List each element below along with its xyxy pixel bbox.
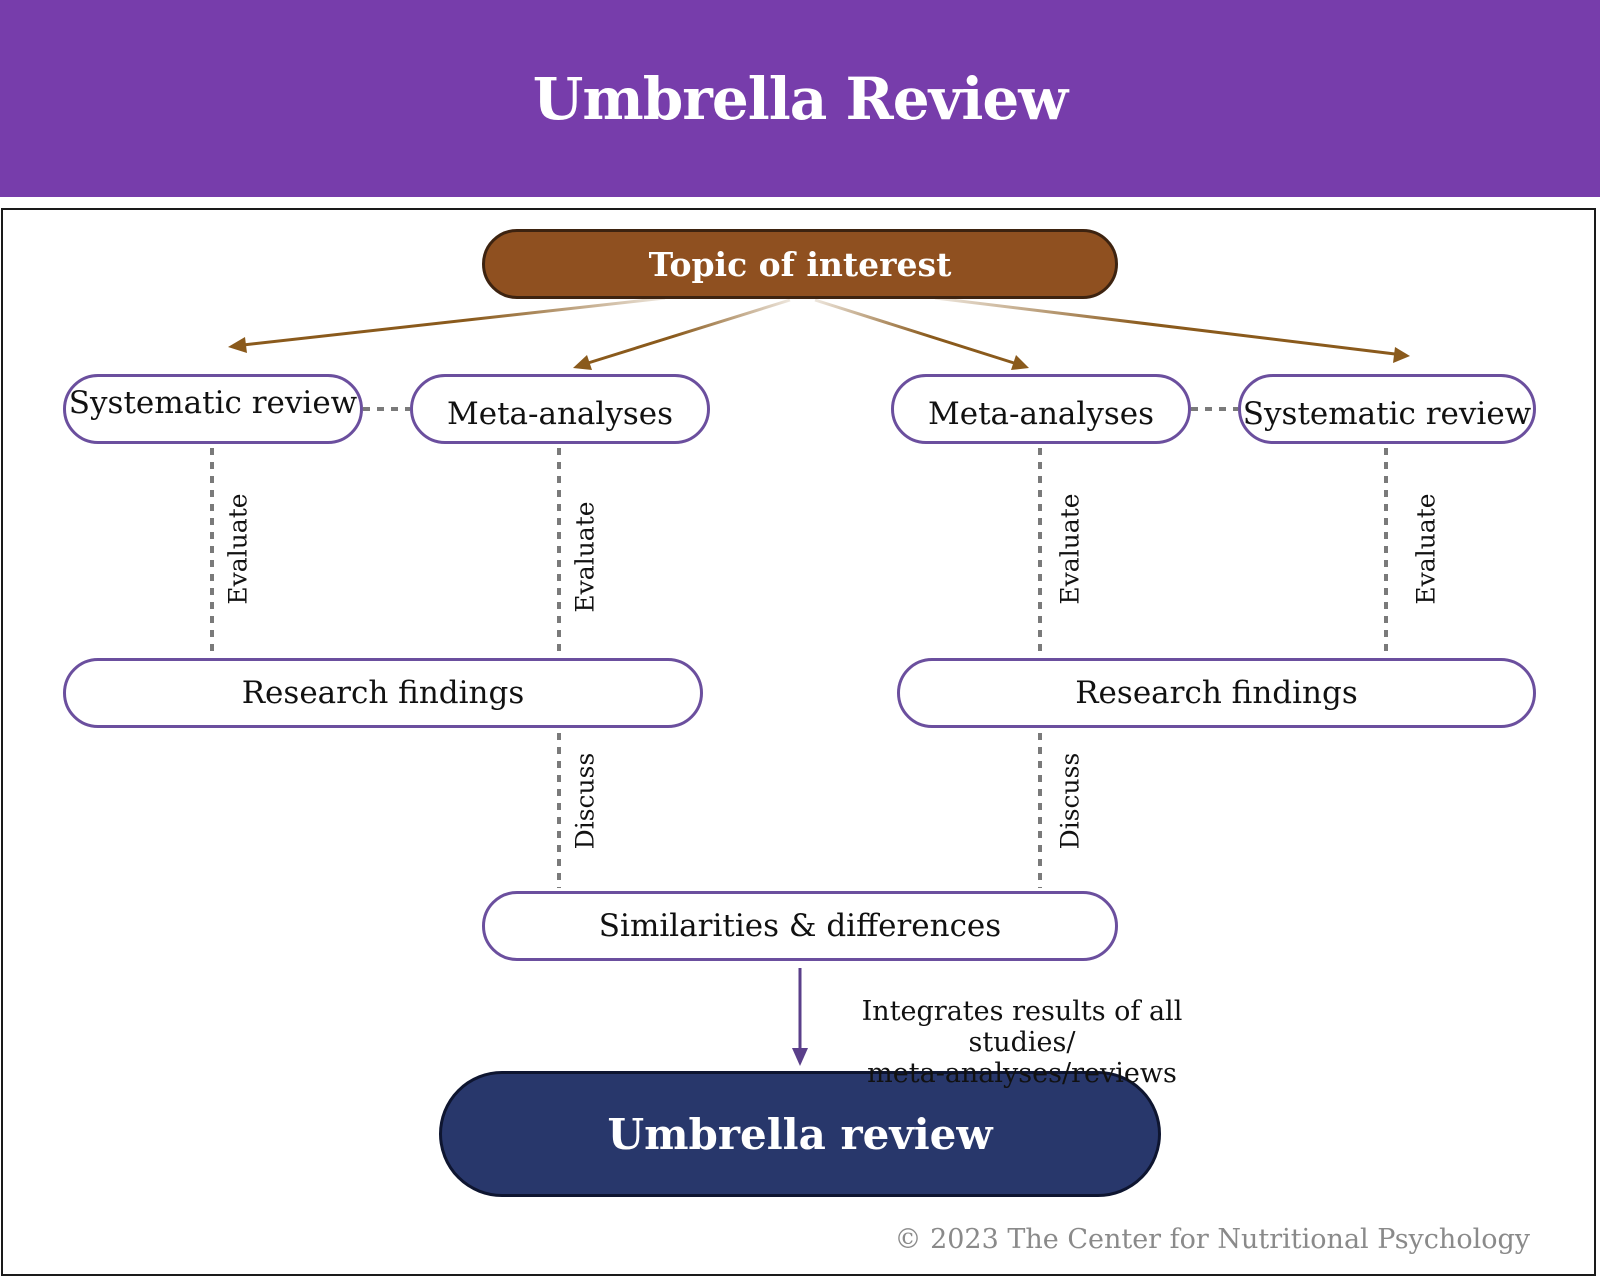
node-topic-of-interest: Topic of interest bbox=[482, 229, 1118, 299]
integrates-label: Integrates results of all studies/ meta-… bbox=[812, 996, 1232, 1089]
header-banner: Umbrella Review bbox=[0, 0, 1600, 197]
node-left-systematic-review: Systematic review bbox=[63, 374, 363, 444]
node-right-meta-analyses: Meta-analyses bbox=[891, 374, 1191, 444]
evaluate-label-3: Evaluate bbox=[1055, 493, 1085, 605]
evaluate-label-4: Evaluate bbox=[1411, 493, 1441, 605]
copyright-notice: © 2023 The Center for Nutritional Psycho… bbox=[894, 1224, 1530, 1255]
discuss-label-left: Discuss bbox=[570, 752, 600, 850]
evaluate-label-2: Evaluate bbox=[570, 501, 600, 613]
diagram-frame bbox=[1, 208, 1596, 1276]
discuss-label-right: Discuss bbox=[1055, 752, 1085, 850]
evaluate-label-1: Evaluate bbox=[223, 493, 253, 605]
node-left-meta-analyses: Meta-analyses bbox=[410, 374, 710, 444]
node-similarities-differences: Similarities & differences bbox=[482, 891, 1118, 961]
page-title: Umbrella Review bbox=[532, 64, 1068, 133]
integrates-label-line-1: Integrates results of all studies/ bbox=[861, 996, 1183, 1058]
node-left-research-findings: Research findings bbox=[63, 658, 703, 728]
node-right-research-findings: Research findings bbox=[897, 658, 1536, 728]
integrates-label-line-2: meta-analyses/reviews bbox=[867, 1058, 1177, 1089]
node-umbrella-review: Umbrella review bbox=[439, 1071, 1161, 1197]
node-right-systematic-review: Systematic review bbox=[1238, 374, 1536, 444]
